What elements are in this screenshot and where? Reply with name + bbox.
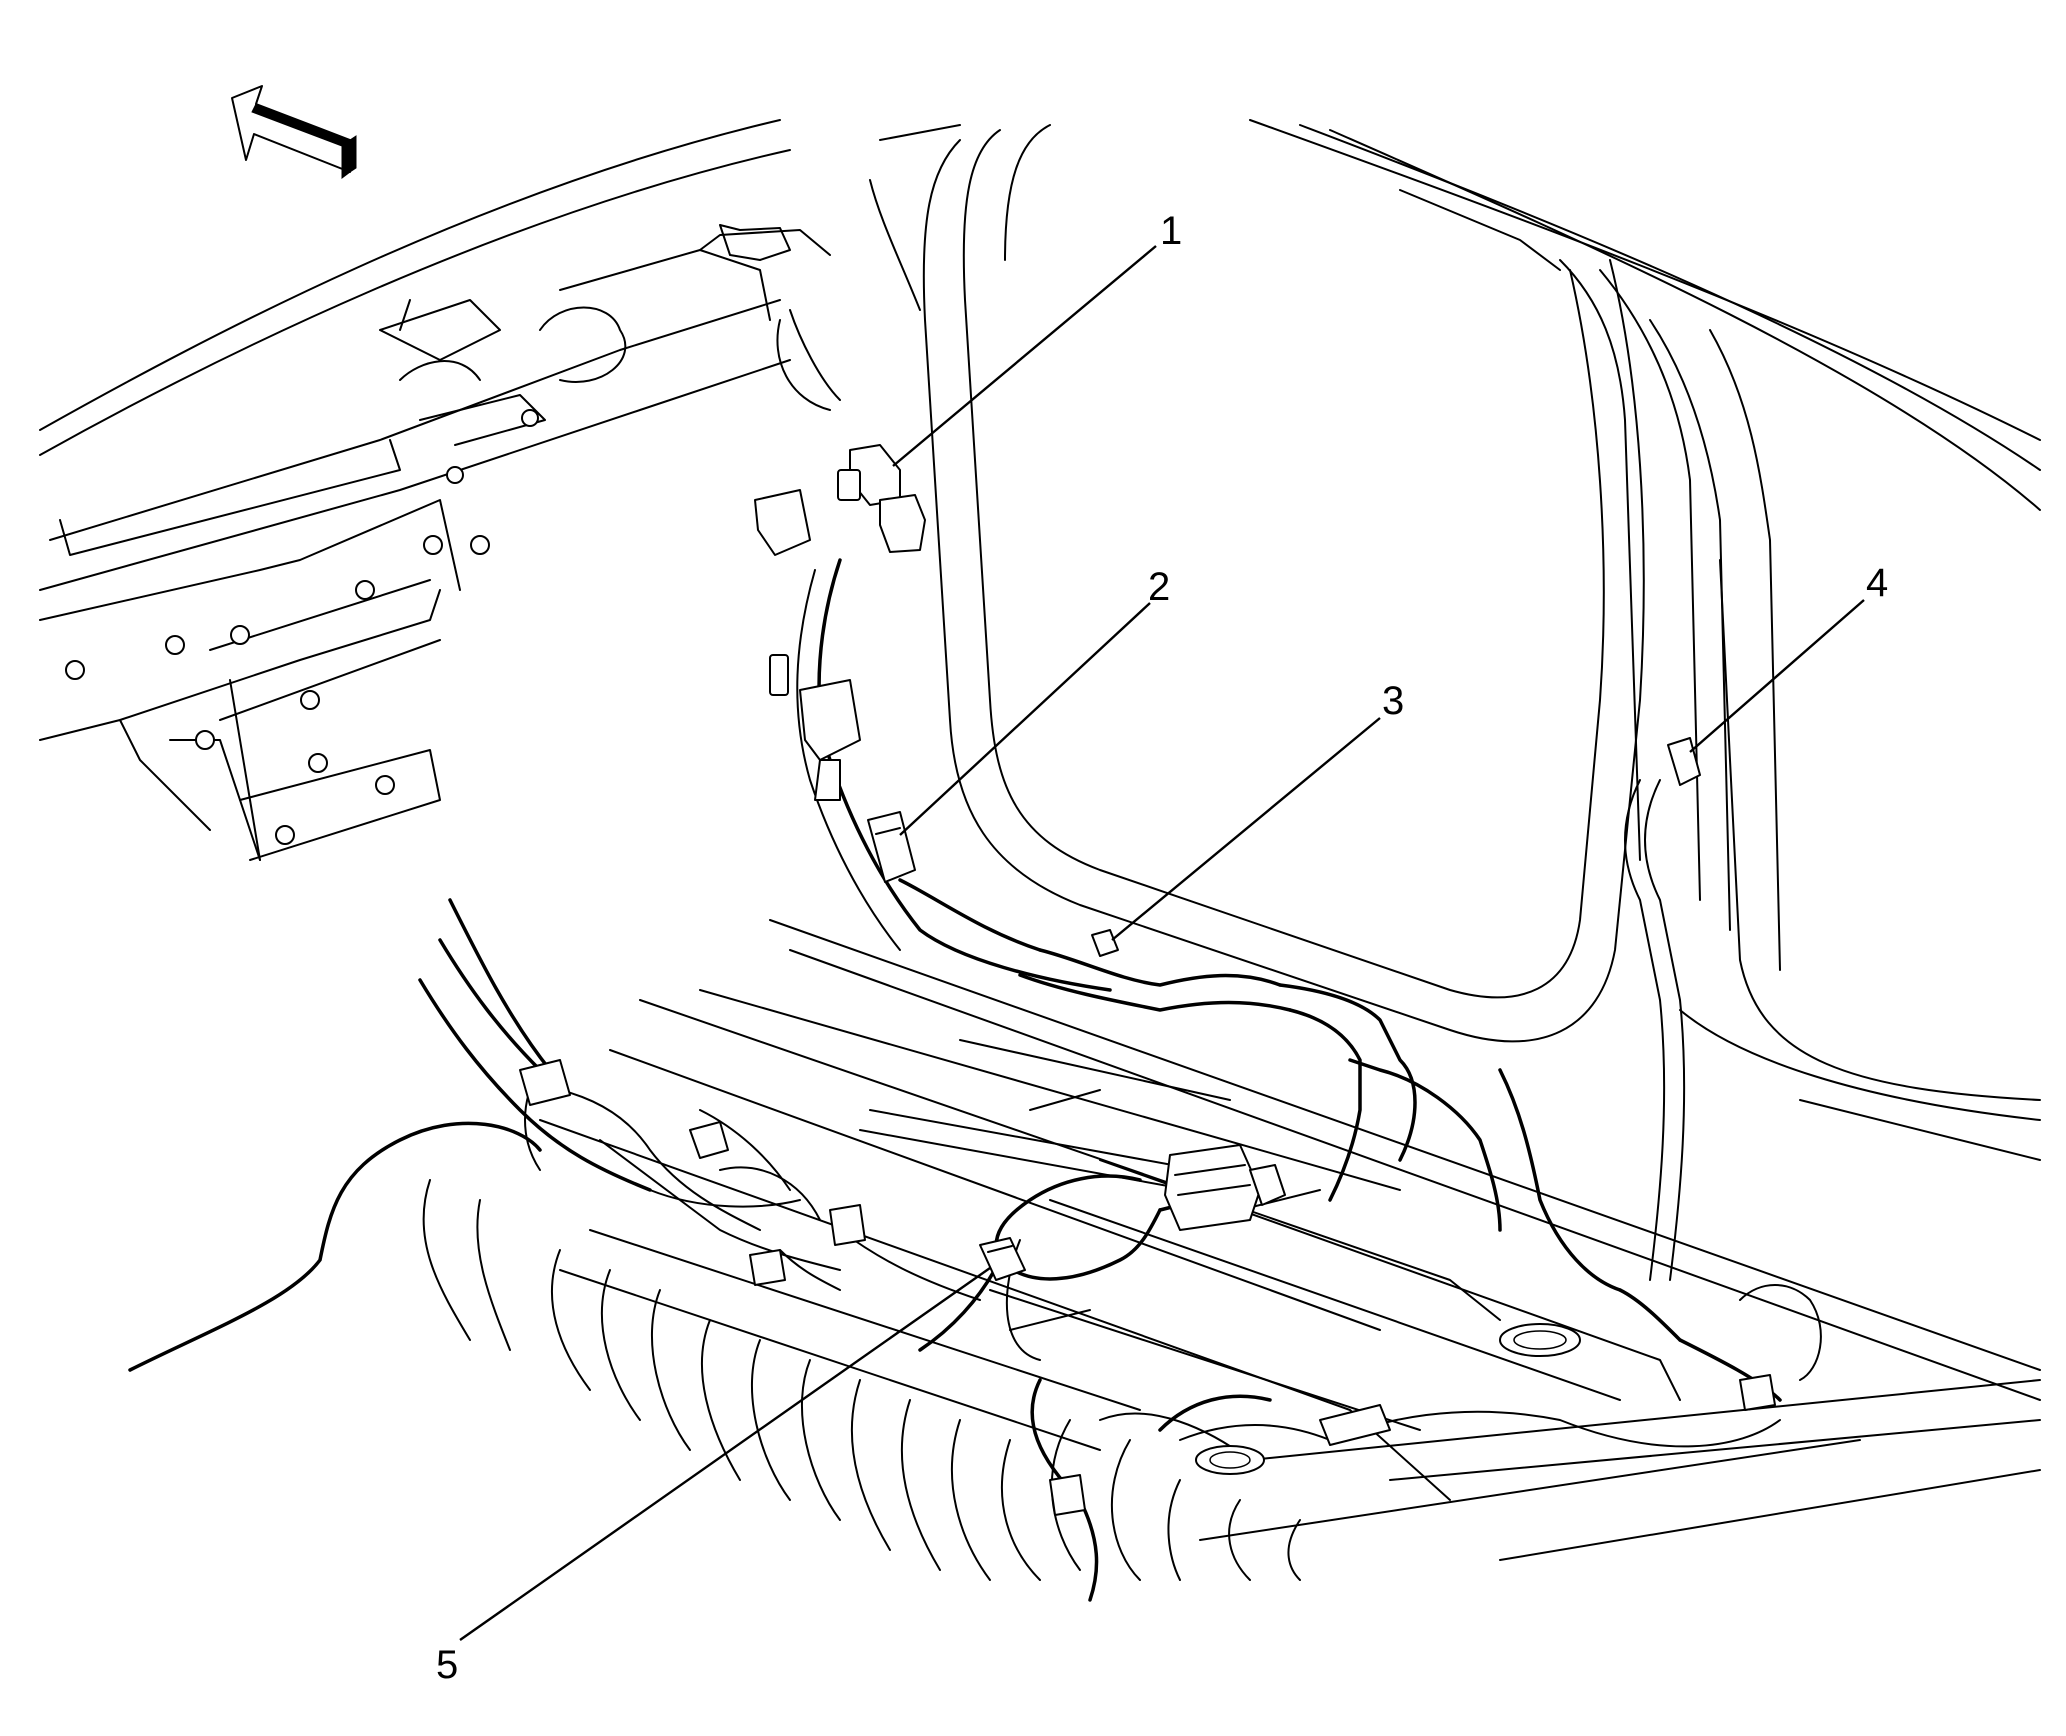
connector-components bbox=[519, 444, 1776, 1516]
callout-5: 5 bbox=[436, 1643, 458, 1687]
leader-line-2 bbox=[899, 602, 1151, 836]
callout-4: 4 bbox=[1866, 561, 1888, 605]
wiring-harness bbox=[418, 558, 1822, 1602]
callout-leader-lines bbox=[459, 245, 1865, 1641]
roof-rail-structure bbox=[1249, 119, 2041, 1161]
bolt-icons bbox=[65, 409, 539, 845]
leader-line-3 bbox=[1111, 717, 1381, 941]
callout-1: 1 bbox=[1160, 209, 1182, 253]
callout-3: 3 bbox=[1382, 679, 1404, 723]
dash-panel-structure bbox=[39, 119, 961, 861]
door-opening bbox=[922, 124, 1645, 1043]
leader-line-5 bbox=[459, 1267, 991, 1641]
floor-tunnel-corrugations bbox=[128, 1121, 1301, 1581]
front-direction-arrow-icon bbox=[231, 85, 357, 179]
callout-labels: 1 2 3 4 5 bbox=[436, 209, 1888, 1687]
floor-rails bbox=[539, 919, 2041, 1561]
callout-2: 2 bbox=[1148, 565, 1170, 609]
leader-line-1 bbox=[892, 245, 1157, 467]
leader-line-4 bbox=[1689, 599, 1865, 753]
